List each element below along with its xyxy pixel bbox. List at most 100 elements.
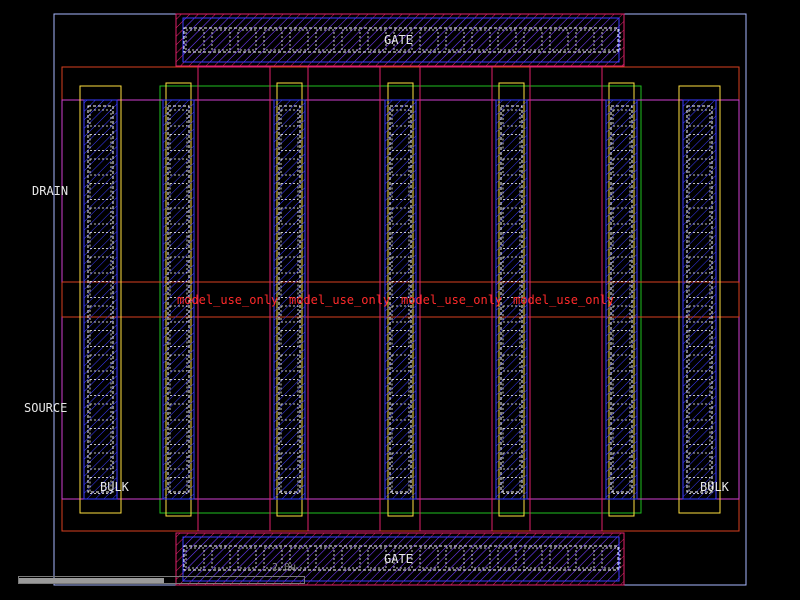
contact-cut xyxy=(502,207,521,225)
contact-cut xyxy=(502,305,521,323)
gate-contact-cut xyxy=(549,29,569,51)
contact-cut xyxy=(280,354,299,372)
gate-contact-cut xyxy=(523,547,543,569)
contact-cut xyxy=(391,109,410,127)
contact-cut xyxy=(89,477,112,494)
gate-contact-cut xyxy=(367,547,387,569)
contact-cut xyxy=(89,354,112,372)
contact-cut xyxy=(612,281,631,298)
contact-cut xyxy=(502,452,521,470)
contact-cut xyxy=(89,256,112,274)
diffusion-region xyxy=(61,66,740,532)
zoom-scrollbar[interactable] xyxy=(18,576,305,584)
contact-cut xyxy=(612,134,631,151)
zoom-scrollbar-thumb[interactable] xyxy=(19,578,165,583)
gate-contact-cut xyxy=(289,29,309,51)
contact-cut xyxy=(612,183,631,200)
contact-cut xyxy=(391,379,410,396)
contact-cut xyxy=(89,109,112,127)
contact-cut xyxy=(688,281,711,298)
contact-cut xyxy=(89,305,112,323)
contact-cut xyxy=(502,183,521,200)
scale-label: 2.0u xyxy=(272,562,297,573)
contact-cut xyxy=(688,183,711,200)
bulk-label-left: BULK xyxy=(100,480,129,494)
contact-finger-3[interactable] xyxy=(384,82,417,517)
contact-cut xyxy=(612,428,631,445)
contact-cut xyxy=(391,232,410,249)
contact-cut xyxy=(391,281,410,298)
contact-cut xyxy=(502,134,521,151)
contact-cut xyxy=(502,232,521,249)
contact-cut xyxy=(169,158,188,176)
contact-cut xyxy=(502,256,521,274)
contact-cut xyxy=(612,256,631,274)
contact-cut xyxy=(688,354,711,372)
contact-cut xyxy=(280,305,299,323)
gate-contact-cut xyxy=(575,29,595,51)
contact-cut xyxy=(612,305,631,323)
contact-finger-5[interactable] xyxy=(605,82,638,517)
contact-cut xyxy=(502,281,521,298)
contact-cut xyxy=(89,330,112,347)
gate-label-top: GATE xyxy=(384,33,413,47)
contact-finger-2[interactable] xyxy=(273,82,306,517)
contact-cut xyxy=(502,477,521,494)
gate-contact-cut xyxy=(341,547,361,569)
contact-cut xyxy=(612,379,631,396)
contact-cut xyxy=(280,256,299,274)
gate-contact-cut xyxy=(471,547,491,569)
gate-contact-cut xyxy=(601,29,621,51)
gate-contact-cut xyxy=(237,547,257,569)
gate-contact-cut xyxy=(237,29,257,51)
contact-cut xyxy=(391,158,410,176)
contact-cut xyxy=(280,183,299,200)
contact-cut xyxy=(688,428,711,445)
contact-cut xyxy=(391,256,410,274)
contact-finger-4[interactable] xyxy=(495,82,528,517)
contact-cut xyxy=(89,403,112,421)
contact-cuts xyxy=(89,29,711,569)
contact-cut xyxy=(169,354,188,372)
contact-cut xyxy=(280,232,299,249)
bulk-tie-right[interactable] xyxy=(678,85,721,514)
contact-cut xyxy=(280,379,299,396)
contact-cut xyxy=(280,452,299,470)
contact-cut xyxy=(280,158,299,176)
contact-cut xyxy=(391,403,410,421)
contact-cut xyxy=(169,330,188,347)
contact-cut xyxy=(89,134,112,151)
contact-cut xyxy=(612,330,631,347)
gate-contact-cut xyxy=(601,547,621,569)
bulk-tie-left[interactable] xyxy=(79,85,122,514)
contact-cut xyxy=(169,428,188,445)
gate-contact-cut xyxy=(211,547,231,569)
contact-cut xyxy=(502,428,521,445)
contact-cut xyxy=(612,354,631,372)
gate-contact-cut xyxy=(419,547,439,569)
contact-cut xyxy=(688,207,711,225)
gate-contact-cut xyxy=(315,547,335,569)
contact-cut xyxy=(89,183,112,200)
gate-contact-cut xyxy=(185,29,205,51)
contact-cut xyxy=(612,477,631,494)
contact-cut xyxy=(502,379,521,396)
contact-cut xyxy=(280,428,299,445)
contact-cut xyxy=(89,281,112,298)
contact-cut xyxy=(688,256,711,274)
contact-cut xyxy=(169,232,188,249)
contact-finger-1[interactable] xyxy=(162,82,195,517)
gate-contact-cut xyxy=(315,29,335,51)
contact-cut xyxy=(502,403,521,421)
gate-contact-cut xyxy=(445,547,465,569)
contact-cut xyxy=(688,403,711,421)
contact-cut xyxy=(169,207,188,225)
contact-cut xyxy=(391,207,410,225)
watermark-4: model_use_only xyxy=(513,293,615,307)
contact-cut xyxy=(169,379,188,396)
contact-cut xyxy=(169,305,188,323)
watermark-2: model_use_only xyxy=(289,293,391,307)
contact-cut xyxy=(391,330,410,347)
contact-cut xyxy=(89,207,112,225)
